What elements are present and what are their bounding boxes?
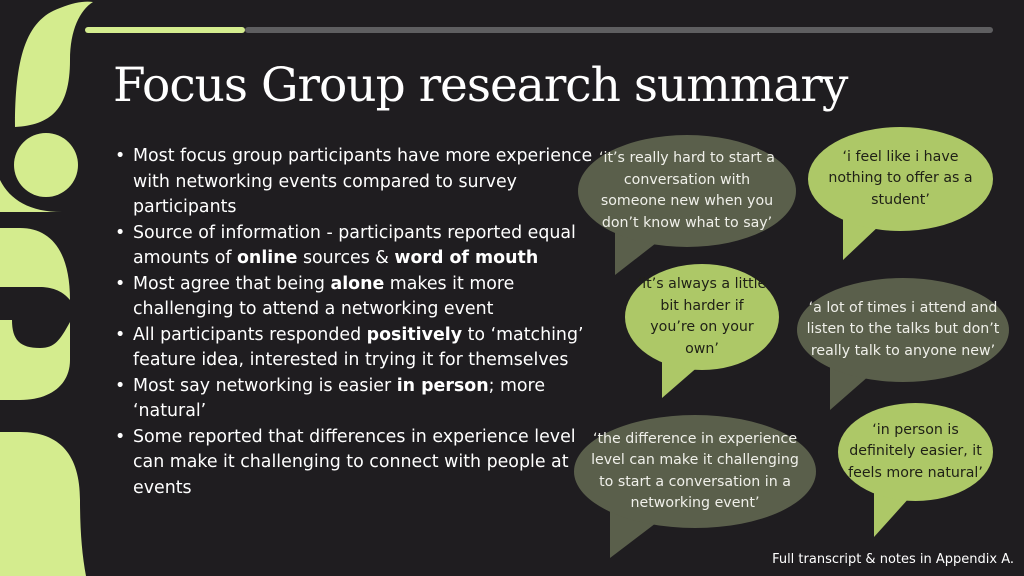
quote-text: ‘it’s really hard to start a conversatio… [599,150,775,231]
quote-text: ‘the difference in experience level can … [591,430,799,512]
quote-text: ‘i feel like i have nothing to offer as … [828,148,973,208]
leaf-shape-bottom [0,432,86,576]
bold-text: positively [366,324,463,345]
bullet-text: Most say networking is easier [133,375,397,396]
quote-bubble: ‘i feel like i have nothing to offer as … [808,127,993,231]
quote-bubble: ‘a lot of times i attend and listen to t… [797,278,1009,382]
bullet-item: Most agree that being alone makes it mor… [115,272,603,323]
quote-text: ‘in person is definitely easier, it feel… [848,421,983,481]
bold-text: alone [330,273,385,294]
bullet-text: to ‘matching’ feature idea, interested i… [133,324,584,371]
bold-text: in person [396,375,489,396]
leaf-shape-top [15,1,93,128]
bullet-item: Some reported that differences in experi… [115,425,603,502]
bullet-text: Source of information - participants rep… [133,222,576,269]
bowl-shape [0,228,70,400]
bullet-item: Most say networking is easier in person;… [115,374,603,425]
bullet-text: All participants responded [133,324,367,345]
slide-title: Focus Group research summary [113,58,848,113]
progress-bar-fill [85,27,245,33]
quote-text: ‘a lot of times i attend and listen to t… [806,299,1000,359]
quote-bubble: ‘it’s always a little bit harder if you’… [625,264,779,370]
quote-bubble: ‘it’s really hard to start a conversatio… [578,135,796,247]
bold-text: word of mouth [394,248,539,268]
quote-text: ‘it’s always a little bit harder if you’… [637,276,767,357]
quote-bubble: ‘the difference in experience level can … [574,415,816,528]
bullet-text: Most focus group participants have more … [133,146,593,217]
footnote: Full transcript & notes in Appendix A. [772,552,1014,567]
bullet-text: Some reported that differences in experi… [133,426,576,498]
arc-shape [0,180,62,212]
bullet-item: Source of information - participants rep… [115,221,603,272]
bold-text: online [236,248,298,268]
quote-bubble: ‘in person is definitely easier, it feel… [838,403,993,501]
bullet-text: ; more ‘natural’ [133,375,546,422]
bullet-text: Most agree that being [133,273,331,294]
dot-shape [14,133,78,197]
summary-bullet-list: Most focus group participants have more … [113,144,603,501]
bullet-item: Most focus group participants have more … [115,144,603,221]
progress-bar-track [245,27,993,33]
bullet-text: makes it more challenging to attend a ne… [133,273,515,320]
bullet-item: All participants responded positively to… [115,323,603,374]
bullet-text: sources & [297,248,395,268]
